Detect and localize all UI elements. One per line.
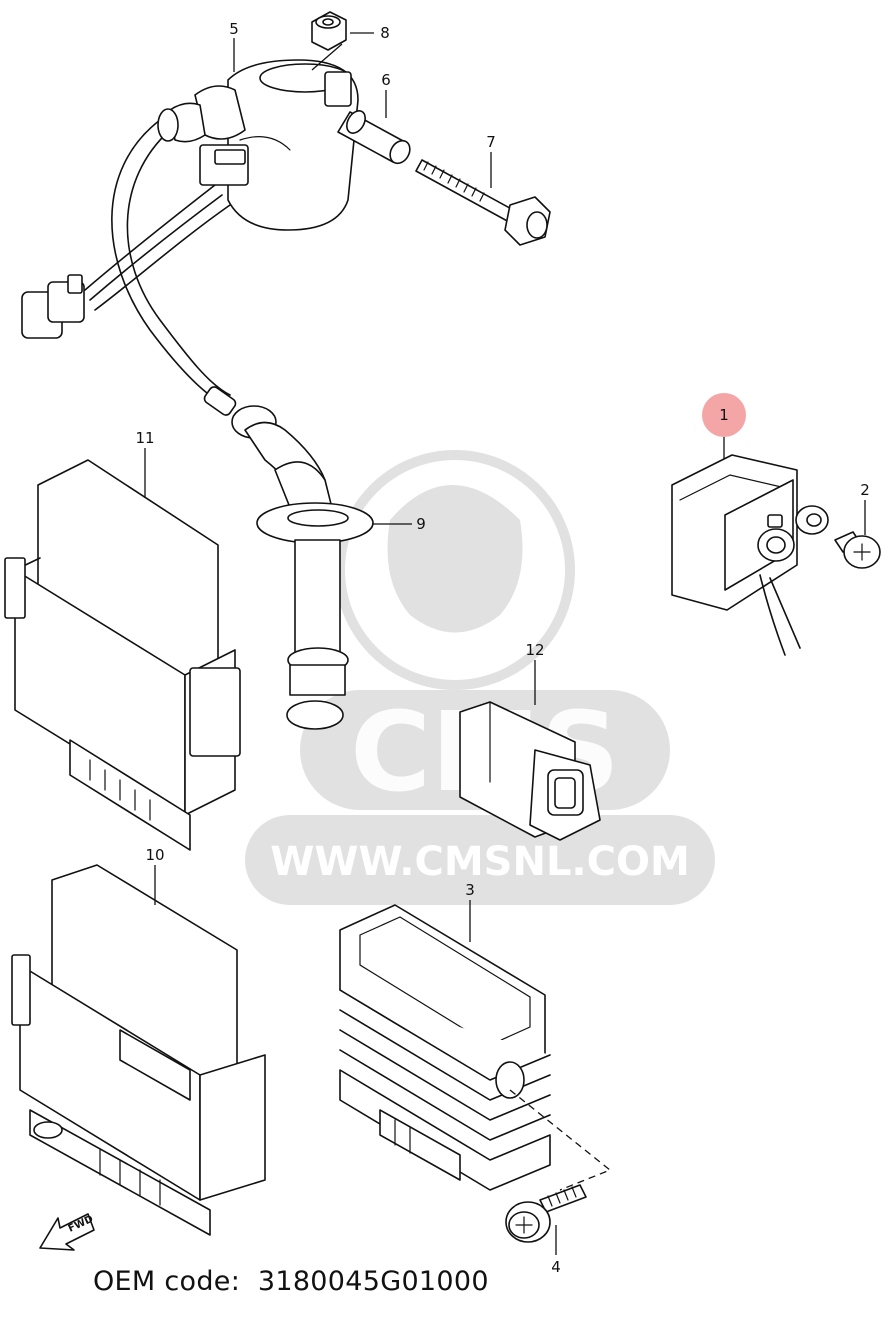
part-10-control-unit[interactable]: [11, 864, 266, 1236]
oem-code-line: OEM code: 3180045G01000: [93, 1266, 489, 1297]
part-3-regulator-rectifier[interactable]: [339, 904, 551, 1191]
callout-8: 8: [380, 24, 390, 42]
callout-12: 12: [525, 641, 544, 659]
callout-11: 11: [135, 429, 154, 447]
part-2-screw[interactable]: [834, 531, 881, 569]
part-1-starter-relay[interactable]: [671, 454, 829, 656]
callout-5: 5: [229, 20, 239, 38]
fwd-arrow-icon: FWD: [39, 1213, 95, 1251]
callout-10: 10: [145, 846, 164, 864]
part-6-spacer[interactable]: [337, 108, 414, 167]
callout-6: 6: [381, 71, 391, 89]
part-4-bolt[interactable]: [505, 1184, 587, 1243]
watermark-url: WWW.CMSNL.COM: [270, 839, 690, 885]
callout-9: 9: [416, 515, 426, 533]
callout-2: 2: [860, 481, 870, 499]
callout-7: 7: [486, 133, 496, 151]
part-8-nut[interactable]: [311, 11, 347, 51]
highlight-marker: [702, 393, 746, 437]
oem-label: OEM code:: [93, 1266, 241, 1297]
part-9-plug-cap[interactable]: [231, 405, 374, 730]
callout-1: 1: [719, 406, 729, 424]
callout-3: 3: [465, 881, 475, 899]
callout-4: 4: [551, 1258, 561, 1276]
part-11-control-unit[interactable]: [4, 459, 241, 851]
oem-code: 3180045G01000: [257, 1266, 489, 1297]
part-7-bolt[interactable]: [415, 159, 551, 246]
part-12-connector[interactable]: [459, 701, 601, 841]
part-5-ignition-coil[interactable]: [21, 59, 359, 417]
